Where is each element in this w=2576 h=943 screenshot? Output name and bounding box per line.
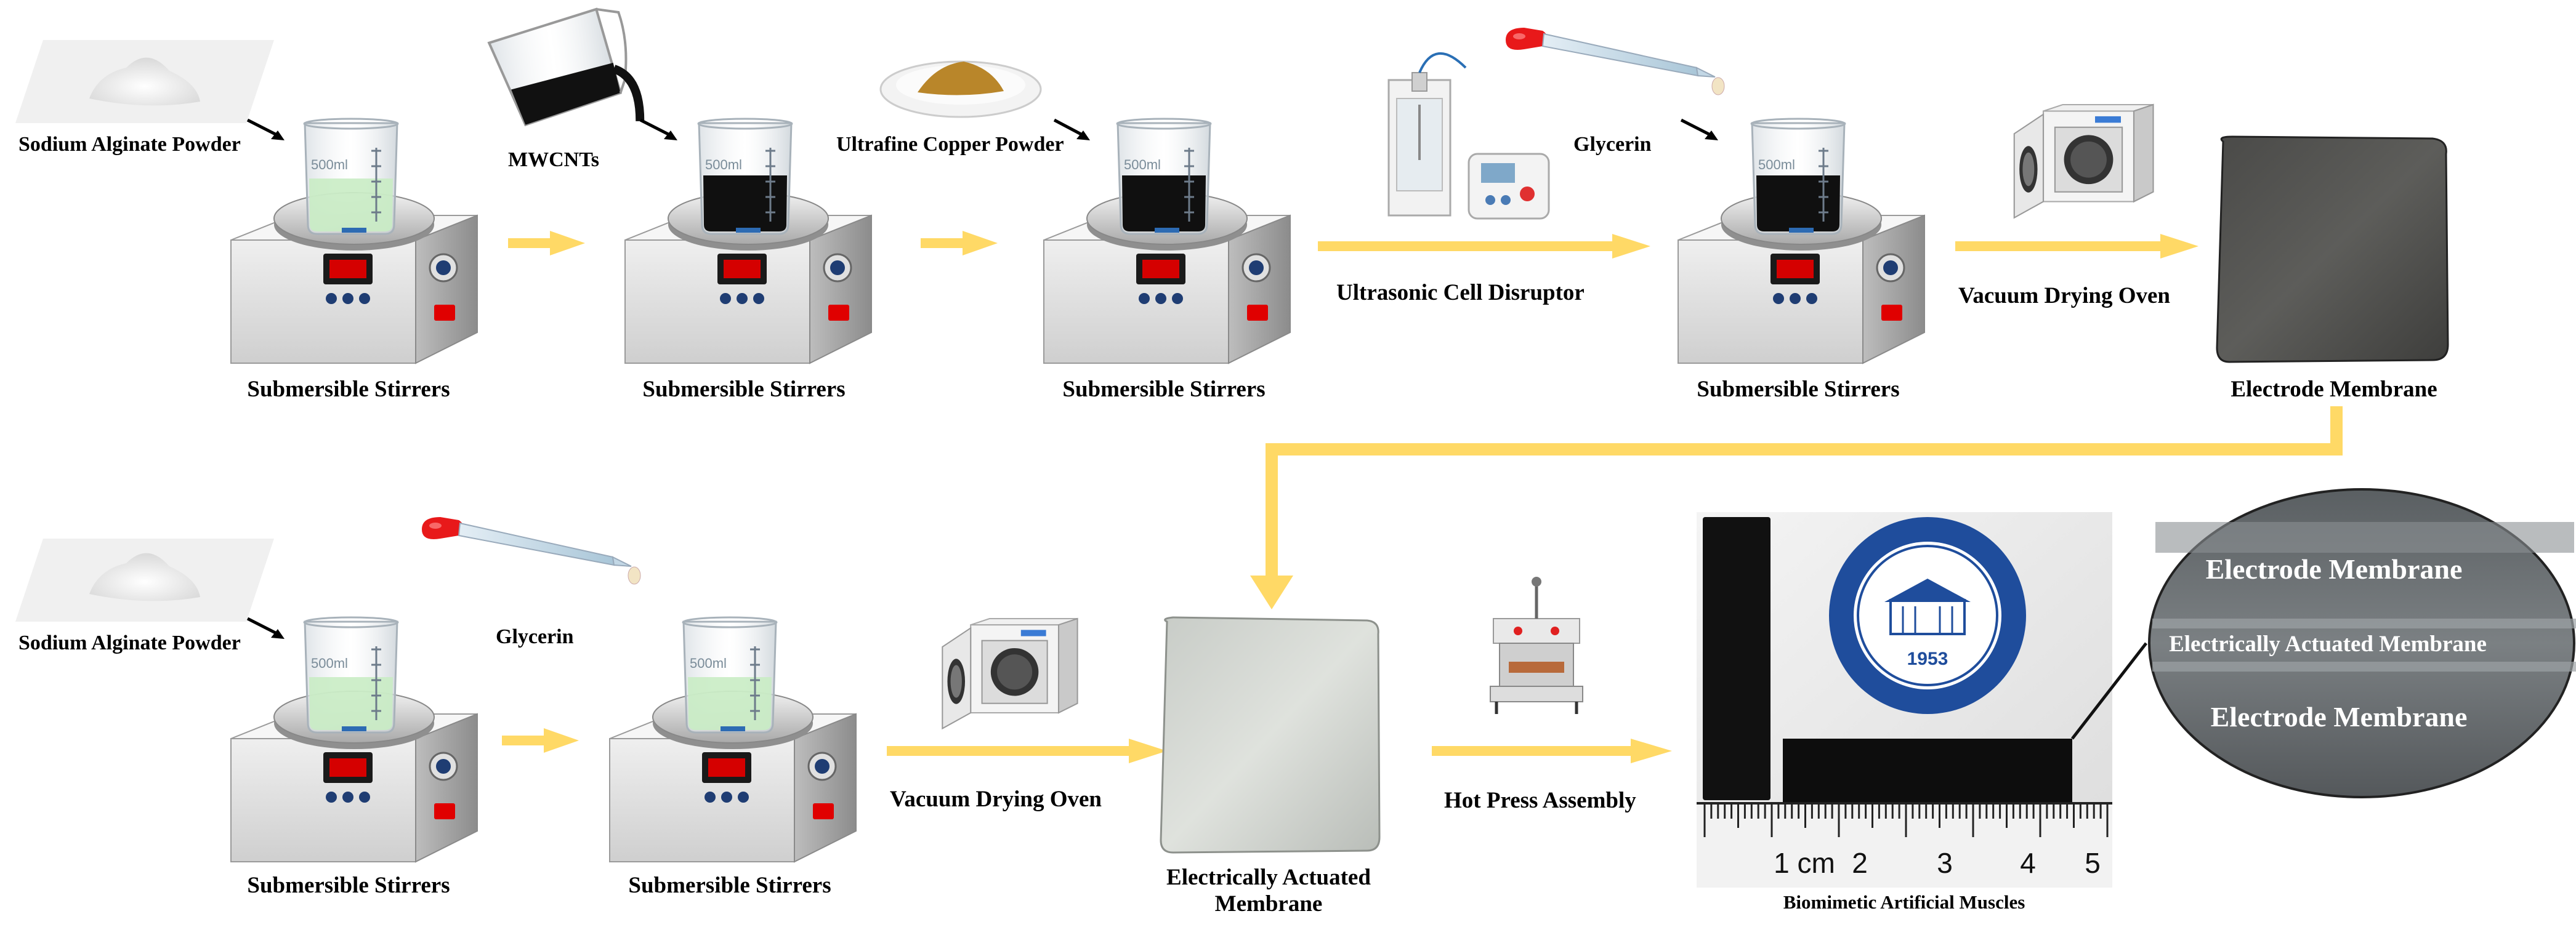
label-sodium-alginate-powder-1: Sodium Alginate Powder — [18, 133, 241, 156]
biomimetic-photo: 1953 1 cm 2 3 4 5 — [1697, 512, 2112, 888]
process-arrow-1 — [508, 231, 585, 255]
label-vacuum-drying-oven-1: Vacuum Drying Oven — [1958, 283, 2171, 308]
logo-year: 1953 — [1907, 649, 1948, 669]
ultrasonic-cell-disruptor-image — [1387, 52, 1550, 220]
stirrer-4: 500ml — [1677, 118, 1926, 364]
label-ultrafine-copper-powder: Ultrafine Copper Powder — [836, 133, 1064, 156]
micrograph: Electrode Membrane Electrically Actuated… — [2148, 488, 2576, 798]
stirrer-3: 500ml — [1043, 118, 1291, 364]
label-biomimetic-artificial-muscles: Biomimetic Artificial Muscles — [1783, 891, 2025, 913]
label-electrode-membrane: Electrode Membrane — [2231, 377, 2437, 402]
vacuum-oven-image-1 — [2013, 103, 2154, 219]
sodium-alginate-powder-image-2 — [15, 539, 274, 622]
university-logo: 1953 — [1829, 517, 2026, 714]
process-arrow-4 — [1955, 234, 2198, 259]
process-arrow-5 — [502, 728, 579, 753]
beaker-volume: 500ml — [311, 157, 348, 172]
electrically-actuated-membrane-image — [1160, 616, 1381, 854]
process-arrow-6 — [887, 739, 1167, 763]
stirrer-2: 500ml — [624, 118, 873, 364]
hot-press-image — [1490, 577, 1583, 714]
label-glycerin-2: Glycerin — [496, 625, 574, 648]
stirrer-1: 500ml — [230, 118, 478, 364]
vacuum-oven-image-2 — [942, 617, 1078, 729]
label-vacuum-drying-oven-2: Vacuum Drying Oven — [890, 787, 1102, 812]
glycerin-dropper-image-1 — [1505, 27, 1725, 95]
beaker-volume: 500ml — [1124, 157, 1161, 172]
label-stirrer-5: Submersible Stirrers — [247, 873, 450, 898]
electrode-membrane-image — [2216, 135, 2449, 363]
scale-number-2: 2 — [1852, 847, 1868, 879]
process-arrow-3 — [1318, 234, 1650, 259]
stirrer-6: 500ml — [608, 616, 857, 863]
label-glycerin-1: Glycerin — [1573, 133, 1652, 156]
scale-number-5: 5 — [2085, 847, 2101, 879]
label-hot-press-assembly: Hot Press Assembly — [1444, 788, 1636, 813]
beaker-volume: 500ml — [1758, 157, 1795, 172]
ruler: 1 cm 2 3 4 5 — [1697, 802, 2112, 888]
micrograph-middle-label: Electrically Actuated Membrane — [2169, 632, 2487, 657]
pointer-arrowhead — [1076, 130, 1090, 140]
scale-number-4: 4 — [2020, 847, 2036, 879]
pointer-arrow — [246, 118, 281, 138]
beaker-volume: 500ml — [705, 157, 742, 172]
connector-arrow — [1250, 406, 2343, 609]
beaker-volume: 500ml — [311, 656, 348, 671]
label-electrically-actuated-membrane: Electrically Actuated Membrane — [1166, 865, 1371, 917]
micrograph-bottom-label: Electrode Membrane — [2211, 701, 2468, 732]
label-stirrer-3: Submersible Stirrers — [1062, 377, 1266, 402]
pointer-arrowhead — [271, 629, 285, 639]
label-stirrer-1: Submersible Stirrers — [247, 377, 450, 402]
copper-powder-image — [879, 60, 1042, 118]
process-arrow-2 — [921, 231, 998, 255]
label-sodium-alginate-powder-2: Sodium Alginate Powder — [18, 632, 241, 654]
label-ultrasonic-cell-disruptor: Ultrasonic Cell Disruptor — [1336, 280, 1585, 305]
pointer-arrowhead — [664, 130, 677, 140]
beaker-volume: 500ml — [690, 656, 727, 671]
glycerin-dropper-image-2 — [421, 516, 641, 585]
label-stirrer-4: Submersible Stirrers — [1697, 377, 1900, 402]
micrograph-pointer — [2071, 642, 2147, 740]
label-stirrer-6: Submersible Stirrers — [628, 873, 831, 898]
pointer-arrow — [246, 617, 281, 637]
scale-number-3: 3 — [1937, 847, 1953, 879]
pointer-arrow — [1680, 118, 1715, 138]
label-stirrer-2: Submersible Stirrers — [642, 377, 846, 402]
pointer-arrow — [1053, 118, 1087, 138]
mwcnts-pouring-image — [487, 7, 645, 127]
sodium-alginate-powder-image-1 — [15, 40, 274, 123]
scale-unit: 1 cm — [1774, 847, 1835, 879]
stirrer-5: 500ml — [230, 616, 478, 863]
pointer-arrowhead — [1705, 130, 1718, 140]
micrograph-top-label: Electrode Membrane — [2206, 553, 2463, 585]
pointer-arrow — [639, 118, 674, 138]
pointer-arrowhead — [271, 130, 285, 140]
label-mwcnts: MWCNTs — [508, 148, 599, 171]
process-arrow-7 — [1432, 739, 1672, 763]
